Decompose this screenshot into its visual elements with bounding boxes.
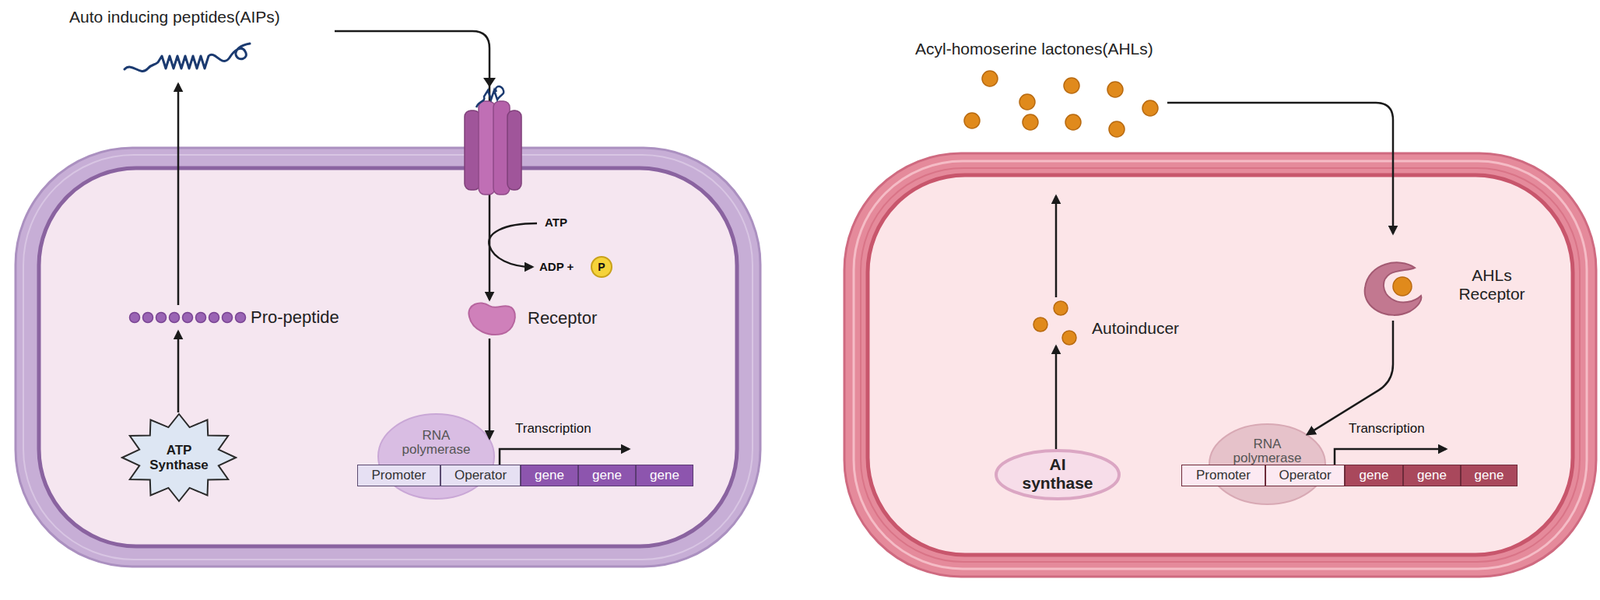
- peptide-dots: [128, 305, 247, 332]
- membrane-channel: [464, 101, 522, 195]
- gram-negative-cell: [844, 153, 1597, 577]
- arrowhead: [483, 77, 496, 88]
- text-label: Transcription: [515, 421, 592, 437]
- node-label: gene: [636, 465, 693, 486]
- node-label: Receptor: [527, 308, 597, 329]
- peptide-group: Auto inducing peptides(AIPs): [66, 6, 335, 85]
- ahl-receptor: AHLs Receptor: [1357, 233, 1545, 321]
- promoter-box: Promoter: [357, 464, 441, 487]
- gene-box: gene: [578, 464, 636, 487]
- receptor-protein: Receptor: [463, 299, 619, 339]
- receptor-shape: [463, 299, 520, 339]
- transcription-arrow: [499, 449, 629, 465]
- ahl-group: Acyl-homoserine lactones(AHLs): [910, 35, 1168, 141]
- node-label: AHLs Receptor: [1449, 266, 1535, 304]
- atp-hydrolysis-arrow: [488, 223, 537, 267]
- text-label: P: [591, 259, 612, 274]
- synthase-ellipse: AI synthase: [994, 449, 1121, 501]
- transcription-arrow: [1334, 449, 1446, 465]
- pro-peptide-chain: Pro-peptide: [128, 305, 362, 332]
- node-label: Autoinducer: [1091, 319, 1179, 338]
- node-label: Operator: [441, 465, 520, 486]
- flow-arrow: [1055, 346, 1058, 450]
- text-label: ATP: [544, 215, 568, 229]
- operator-box: Operator: [440, 464, 521, 487]
- promoter-box: Promoter: [1181, 464, 1266, 487]
- node-label: gene: [578, 465, 636, 486]
- flow-arrow: [1307, 320, 1393, 435]
- synthase-starburst: ATP Synthase: [120, 412, 238, 503]
- node-label: Promoter: [1182, 465, 1265, 486]
- gene-box: gene: [1344, 464, 1404, 487]
- gene-box: gene: [1460, 464, 1518, 487]
- node-label: Operator: [1266, 465, 1344, 486]
- receptor-crescent: [1360, 259, 1425, 320]
- gene-box: gene: [635, 464, 694, 487]
- autoinducer-group: Autoinducer: [1028, 298, 1208, 347]
- node-label: gene: [521, 465, 578, 486]
- text-label: Transcription: [1348, 421, 1425, 437]
- gram-positive-cell: [15, 147, 761, 567]
- peptide-squiggle: [112, 34, 261, 89]
- node-label: Auto inducing peptides(AIPs): [69, 7, 281, 27]
- autoinducer-molecules: [1028, 298, 1084, 347]
- flow-arrow: [177, 84, 180, 306]
- node-label: Promoter: [357, 465, 440, 486]
- node-label: ATP Synthase: [146, 442, 212, 473]
- gene-box: gene: [1403, 464, 1461, 487]
- node-label: RNA polymerase: [396, 428, 476, 457]
- node-label: gene: [1345, 465, 1403, 486]
- node-label: Pro-peptide: [250, 307, 340, 328]
- flow-arrow: [1167, 102, 1393, 234]
- node-label: RNA polymerase: [1228, 437, 1307, 466]
- gene-box: gene: [520, 464, 579, 487]
- flow-arrow: [177, 331, 180, 413]
- node-label: Acyl-homoserine lactones(AHLs): [915, 39, 1154, 59]
- flow-arrow: [488, 338, 492, 439]
- operator-box: Operator: [1265, 464, 1345, 487]
- phosphate-circle: [591, 256, 612, 278]
- node-label: gene: [1403, 465, 1460, 486]
- secretion-arrow: [1055, 196, 1058, 298]
- flow-arrow: [334, 31, 490, 300]
- node-label: AI synthase: [1014, 455, 1101, 493]
- text-label: ADP +: [539, 259, 574, 274]
- node-label: gene: [1461, 465, 1517, 486]
- rna-polymerase: RNA polymerase: [377, 413, 495, 500]
- bound-peptide: [476, 86, 504, 108]
